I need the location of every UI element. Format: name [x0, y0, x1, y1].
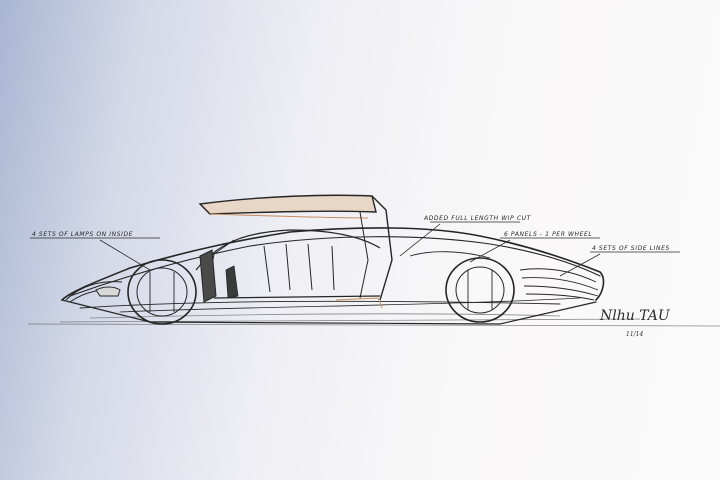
- signature-date: 11/14: [626, 331, 643, 338]
- front-lamps: [65, 281, 123, 303]
- annotation-left: 4 sets of lamps on inside: [32, 231, 133, 238]
- cabin-door: [198, 194, 393, 301]
- cabin-interior: [195, 229, 383, 309]
- annotation-top: added full length wip cut: [423, 215, 532, 222]
- annotation-leaders: [30, 221, 680, 277]
- signature-name: Nlhu TAU: [599, 308, 671, 324]
- annotation-right: 4 sets of side lines: [592, 245, 670, 252]
- annotation-mid: 6 panels - 1 per wheel: [504, 231, 592, 238]
- rear-wheel: [445, 257, 515, 323]
- front-wheel: [127, 259, 197, 325]
